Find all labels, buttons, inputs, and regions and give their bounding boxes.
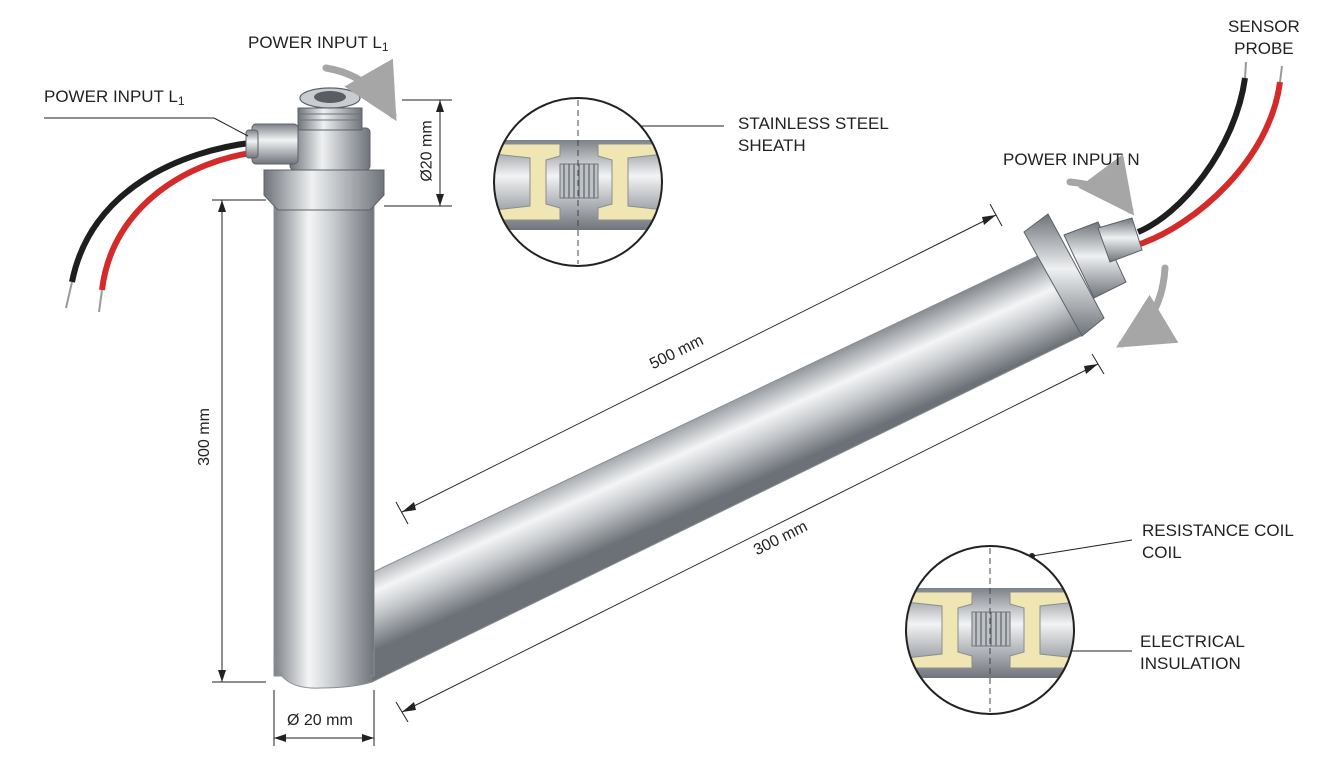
- rotation-arrow-right: [1115, 264, 1179, 348]
- insulation-bot-left: [906, 591, 973, 669]
- side-gland: [251, 123, 299, 165]
- insulation-left: [494, 143, 561, 221]
- label-power-input-n: POWER INPUT N: [1003, 150, 1140, 169]
- insulation-bot-right: [1009, 591, 1074, 669]
- label-power-input-l1-left: POWER INPUT L1: [44, 87, 185, 108]
- dim-vertical-length: 300 mm: [195, 408, 213, 466]
- top-hex-nut: [289, 127, 371, 171]
- elbow: [274, 560, 374, 689]
- rotation-arrows: [322, 58, 1179, 348]
- top-thread: [297, 107, 363, 131]
- right-thread: [1097, 217, 1143, 263]
- detail-circle-bottom: [905, 545, 1075, 715]
- heater-pipe: [273, 195, 1084, 689]
- right-hex-nut: [1063, 221, 1127, 299]
- leader-resistance: [1031, 539, 1133, 557]
- dim-diag-lower-line: [401, 363, 1099, 713]
- right-flange-nut: [1023, 213, 1105, 337]
- left-wires: [65, 139, 259, 313]
- dim-fitting-diameter: Ø20 mm: [418, 120, 436, 182]
- wire-tip-right-1: [1244, 61, 1247, 79]
- red-wire-right: [1139, 81, 1283, 247]
- label-power-input-l1-top: POWER INPUT L1: [248, 33, 389, 54]
- wire-tip-left-2: [98, 289, 103, 313]
- side-gland-cap: [245, 129, 259, 159]
- dim-bottom-diameter: Ø 20 mm: [287, 712, 353, 729]
- insulation-right: [597, 143, 662, 221]
- black-wire-right: [1136, 77, 1248, 235]
- black-wire-left: [69, 139, 259, 283]
- top-flange-nut: [263, 169, 385, 211]
- dimension-lines: [44, 99, 1133, 746]
- dim-diag-upper-line: [401, 214, 997, 513]
- rotation-arrow-top: [322, 58, 397, 122]
- top-bore: [314, 91, 346, 103]
- wire-tip-right-2: [1279, 65, 1283, 83]
- wire-tip-left-1: [65, 281, 73, 309]
- rotation-arrow-n: [1066, 154, 1135, 216]
- red-wire-left: [99, 149, 259, 291]
- detail-circle-top: [493, 97, 663, 267]
- right-wires: [1136, 61, 1283, 247]
- top-fitting: [245, 87, 385, 211]
- right-fitting: [1023, 213, 1143, 337]
